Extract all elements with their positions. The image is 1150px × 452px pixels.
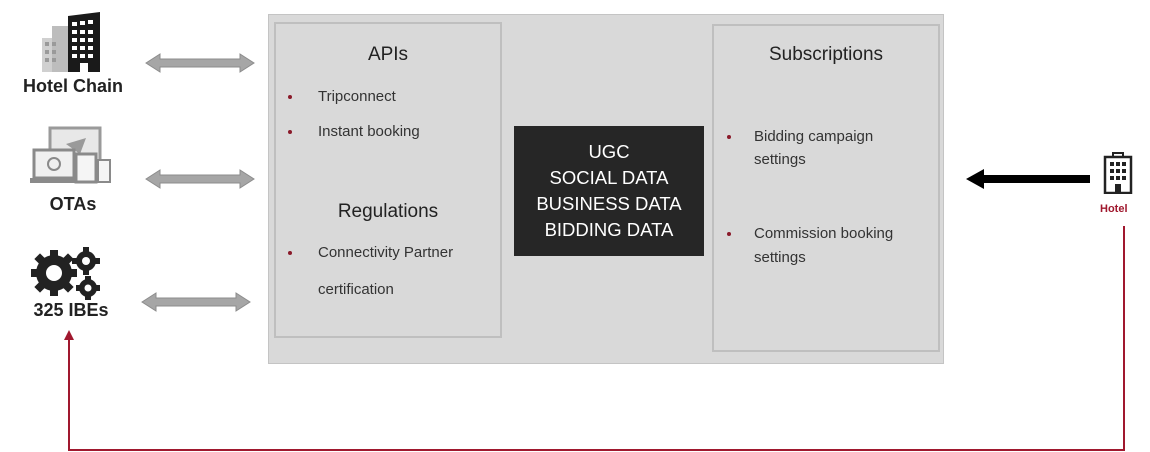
core-data-box: UGC SOCIAL DATA BUSINESS DATA BIDDING DA… (514, 126, 704, 256)
core-line-ugc: UGC (588, 141, 630, 162)
hotel-building-icon (1103, 152, 1133, 194)
api-item-tripconnect: Tripconnect (318, 88, 396, 105)
subscription-item-bidding-line-1: Bidding campaign (754, 128, 874, 145)
subscriptions-panel (712, 24, 940, 352)
bullet (727, 232, 731, 236)
bullet (288, 130, 292, 134)
otas-label: OTAs (49, 194, 97, 214)
regulation-item-line-1: Connectivity Partner (318, 244, 454, 261)
subscription-item-commission-line-1: Commission booking (754, 225, 894, 242)
subscription-item-bidding-line-2: settings (754, 151, 806, 168)
core-line-bidding-data: BIDDING DATA (544, 219, 674, 240)
double-arrow-otas (145, 169, 255, 189)
apis-regulations-panel (274, 22, 502, 338)
hotel-chain-label: Hotel Chain (22, 76, 123, 96)
core-line-business-data: BUSINESS DATA (536, 193, 682, 214)
core-line-social-data: SOCIAL DATA (549, 167, 669, 188)
bullet (727, 135, 731, 139)
double-arrow-hotel-chain (145, 53, 255, 73)
building-icon (42, 12, 100, 72)
bullet (288, 251, 292, 255)
gears-icon (31, 247, 100, 300)
double-arrow-ibes (141, 292, 251, 312)
devices-icon (30, 126, 111, 184)
api-item-instant-booking: Instant booking (318, 123, 420, 140)
subscriptions-heading: Subscriptions (768, 44, 884, 65)
black-arrow-left (966, 169, 1090, 189)
bullet (288, 95, 292, 99)
subscription-item-commission-line-2: settings (754, 249, 806, 266)
apis-heading: APIs (367, 44, 409, 65)
regulations-heading: Regulations (337, 201, 439, 222)
ibes-label: 325 IBEs (33, 300, 109, 320)
hotel-label: Hotel (1100, 203, 1128, 215)
regulation-item-line-2: certification (318, 281, 394, 298)
